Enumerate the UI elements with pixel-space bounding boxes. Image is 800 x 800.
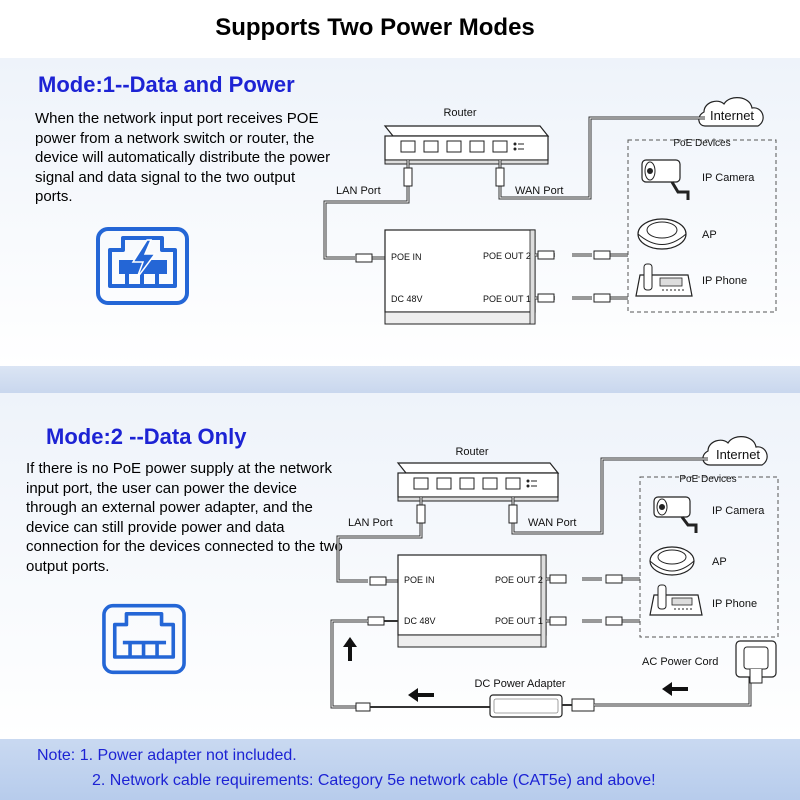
ip-phone-label: IP Phone	[702, 275, 747, 287]
poe-devices-group	[627, 139, 777, 313]
section-divider-band	[0, 366, 800, 393]
note-line-2: 2. Network cable requirements: Category …	[92, 772, 656, 789]
wan-port-label: WAN Port	[528, 517, 577, 529]
lan-port-label: LAN Port	[336, 185, 381, 197]
internet-cloud-icon	[702, 436, 768, 466]
poe-in-label: POE IN	[404, 575, 435, 585]
poe-out1-label: POE OUT 1	[495, 616, 543, 626]
router-icon	[383, 125, 550, 165]
ap-label: AP	[702, 229, 717, 241]
poe-out2-label: POE OUT 2	[483, 251, 531, 261]
ip-camera-icon	[641, 159, 690, 200]
ip-camera-icon	[653, 496, 698, 533]
arrow-left-icon	[662, 682, 688, 696]
poe-switch-box	[384, 229, 536, 325]
poe-in-label: POE IN	[391, 252, 422, 262]
poe-switch-box	[397, 554, 547, 648]
lan-port-label: LAN Port	[348, 517, 393, 529]
wan-port-label: WAN Port	[515, 185, 564, 197]
access-point-icon	[649, 546, 695, 576]
mode2-description: If there is no PoE power supply at the n…	[26, 460, 343, 575]
ip-phone-icon	[649, 584, 703, 616]
router-label: Router	[443, 107, 476, 119]
page-title: Supports Two Power Modes	[215, 14, 535, 41]
dc-48v-label: DC 48V	[404, 616, 436, 626]
internet-label: Internet	[710, 108, 754, 123]
mode2-title: Mode:2 --Data Only	[46, 424, 247, 449]
mode1-description: When the network input port receives POE…	[35, 110, 331, 205]
mode1-title: Mode:1--Data and Power	[38, 72, 295, 97]
ip-phone-icon	[635, 263, 693, 297]
access-point-icon	[637, 218, 687, 250]
wall-outlet-icon	[735, 640, 777, 684]
arrow-left-icon	[408, 688, 434, 702]
ip-camera-label: IP Camera	[702, 172, 755, 184]
router-label: Router	[455, 446, 488, 458]
ac-power-cord-label: AC Power Cord	[642, 656, 718, 668]
dc-48v-label: DC 48V	[391, 294, 423, 304]
ethernet-power-icon	[96, 227, 189, 305]
poe-out2-label: POE OUT 2	[495, 575, 543, 585]
mode2-diagram: Router Internet WAN Port LAN Port POE IN…	[330, 436, 779, 718]
ap-label: AP	[712, 556, 727, 568]
poe-devices-label: PoE Devices	[679, 474, 736, 485]
poe-out1-label: POE OUT 1	[483, 294, 531, 304]
dc-power-adapter-label: DC Power Adapter	[474, 678, 565, 690]
arrow-up-icon	[343, 637, 357, 661]
router-icon	[396, 462, 560, 502]
ethernet-port-icon	[102, 603, 186, 675]
note-line-1: Note: 1. Power adapter not included.	[37, 747, 297, 764]
dc-power-adapter-icon	[489, 694, 563, 718]
poe-devices-label: PoE Devices	[673, 138, 730, 149]
ip-camera-label: IP Camera	[712, 505, 765, 517]
mode1-diagram: Router Internet WAN Port LAN Port POE IN…	[323, 97, 777, 325]
poe-devices-group	[639, 476, 779, 638]
internet-label: Internet	[716, 447, 760, 462]
note-bar: Note: 1. Power adapter not included. 2. …	[0, 739, 800, 800]
ip-phone-label: IP Phone	[712, 598, 757, 610]
internet-cloud-icon	[698, 97, 764, 127]
